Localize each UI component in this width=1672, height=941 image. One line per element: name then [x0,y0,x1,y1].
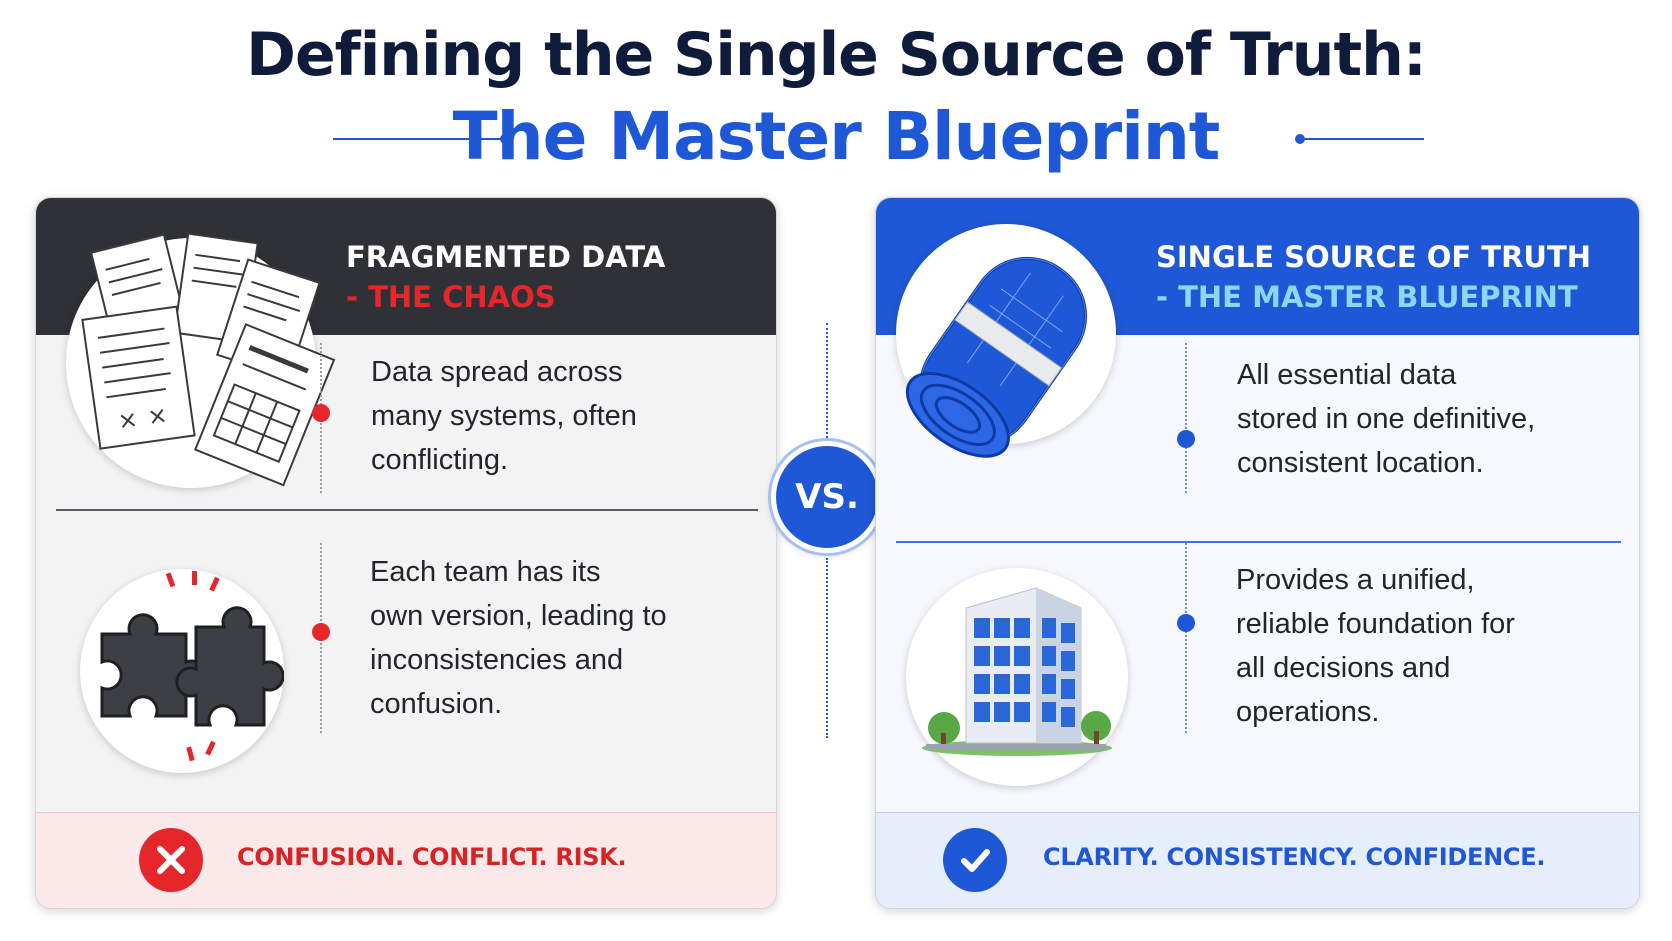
row-text-1: All essential data stored in one definit… [1237,359,1536,479]
title-deco-line-right [1300,138,1424,140]
row-divider-dots [1185,543,1187,733]
clarity-footer-text: CLARITY. CONSISTENCY. CONFIDENCE. [1043,843,1546,871]
vs-dotted-line-bottom [826,558,828,738]
chaos-footer-text: CONFUSION. CONFLICT. RISK. [237,843,627,871]
title-deco-line-left [333,138,505,140]
fragmented-data-heading: FRAGMENTED DATA [346,240,666,274]
row-text-2: Provides a unified, reliable foundation … [1236,564,1515,728]
red-bullet [312,404,330,422]
page-subtitle: The Master Blueprint [452,98,1221,175]
vs-dotted-line-top [826,323,828,438]
x-icon [139,828,203,892]
blue-bullet [1177,430,1195,448]
office-building-icon [906,568,1128,786]
single-source-heading: SINGLE SOURCE OF TRUTH [1156,240,1592,274]
vs-label: VS. [795,477,859,517]
single-source-panel: SINGLE SOURCE OF TRUTH - THE MASTER BLUE… [875,197,1640,909]
clarity-footer: CLARITY. CONSISTENCY. CONFIDENCE. [876,812,1639,908]
vs-badge: VS. [771,441,883,553]
row-divider [896,541,1621,543]
fragmented-data-panel: FRAGMENTED DATA - THE CHAOS [35,197,777,909]
title-deco-dot-left [500,134,510,144]
row-text-2: Each team has its own version, leading t… [370,556,667,720]
scattered-documents-icon [66,232,336,488]
rolled-blueprint-icon [896,224,1116,458]
broken-puzzle-icon [80,569,284,773]
single-source-subheading: - THE MASTER BLUEPRINT [1156,280,1578,314]
blue-bullet [1177,614,1195,632]
row-text-1: Data spread across many systems, often c… [371,356,637,476]
checkmark-icon [943,828,1007,892]
red-bullet [312,623,330,641]
page-title: Defining the Single Source of Truth: [246,20,1427,90]
row-divider-dots [1185,343,1187,493]
chaos-footer: CONFUSION. CONFLICT. RISK. [36,812,776,908]
row-divider [56,509,758,511]
fragmented-data-subheading: - THE CHAOS [346,280,556,314]
